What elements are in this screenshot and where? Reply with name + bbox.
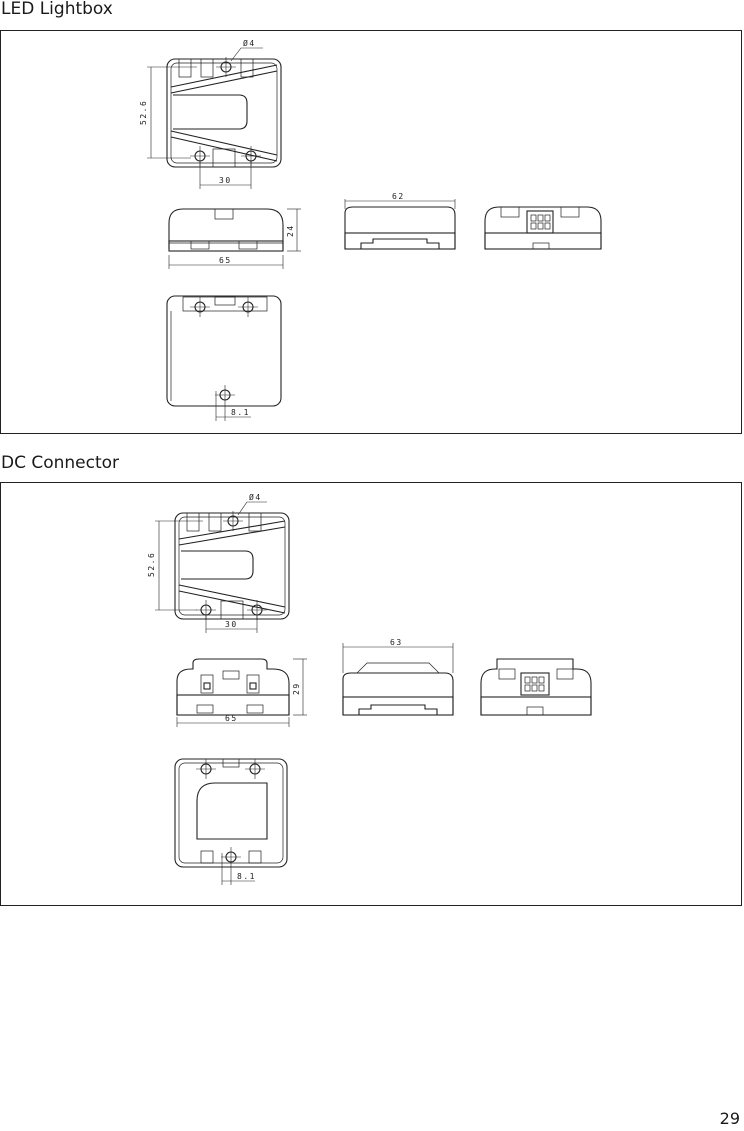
dim-hole-label: Ø4 [243,38,256,48]
bottom-view: 8.1 [166,295,282,421]
drawing-panel-dc-connector: Ø4 52.6 30 29 [0,482,742,906]
dim-width-label: 65 [219,256,232,265]
dim-length-label: 62 [392,192,405,201]
rear-view [480,658,592,716]
dim-height-label: 52.6 [139,100,148,125]
bottom-view: 8.1 [174,758,288,885]
dim-length-label: 63 [390,638,403,647]
top-view: Ø4 52.6 30 [139,38,282,189]
dim-offset-label: 8.1 [231,408,250,417]
front-view: 24 65 [168,208,301,269]
side-view: 62 [344,192,456,250]
section-title-led-lightbox: LED Lightbox [1,0,113,19]
dim-hole-label: Ø4 [249,492,262,502]
dim-width-label: 65 [225,714,238,723]
top-view: Ø4 52.6 30 [147,492,290,633]
side-view: 63 [342,638,454,716]
dim-side-height-label: 29 [292,682,301,695]
rear-view [484,206,602,250]
section-title-dc-connector: DC Connector [1,453,120,473]
dim-height-label: 52.6 [147,552,156,577]
technical-drawing-dc-connector: Ø4 52.6 30 29 [147,492,592,885]
dim-spacing-label: 30 [219,176,232,185]
dim-spacing-label: 30 [225,620,238,629]
front-view: 29 65 [176,658,307,727]
page-number: 29 [719,1109,740,1128]
drawing-panel-led-lightbox: Ø4 52.6 30 24 65 [0,30,742,434]
technical-drawing-led-lightbox: Ø4 52.6 30 24 65 [139,38,602,421]
dim-side-height-label: 24 [286,224,295,237]
dim-offset-label: 8.1 [237,872,256,881]
